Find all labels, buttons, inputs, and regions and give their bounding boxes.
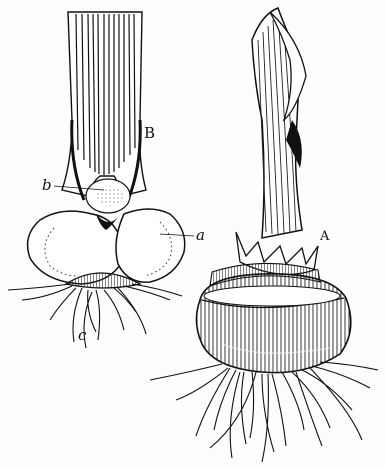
- leaf-stalk: [62, 12, 146, 200]
- bulb-a: [196, 274, 350, 373]
- inner-bud-b: [86, 179, 130, 213]
- label-b: b: [42, 176, 52, 194]
- roots-a: [150, 362, 378, 462]
- roots-b: [8, 284, 182, 348]
- label-a: a: [196, 226, 205, 244]
- figure-b: [8, 12, 185, 348]
- stalk-a: [252, 8, 306, 238]
- label-c: c: [78, 326, 87, 344]
- label-B: B: [144, 124, 155, 142]
- label-A: A: [319, 229, 330, 244]
